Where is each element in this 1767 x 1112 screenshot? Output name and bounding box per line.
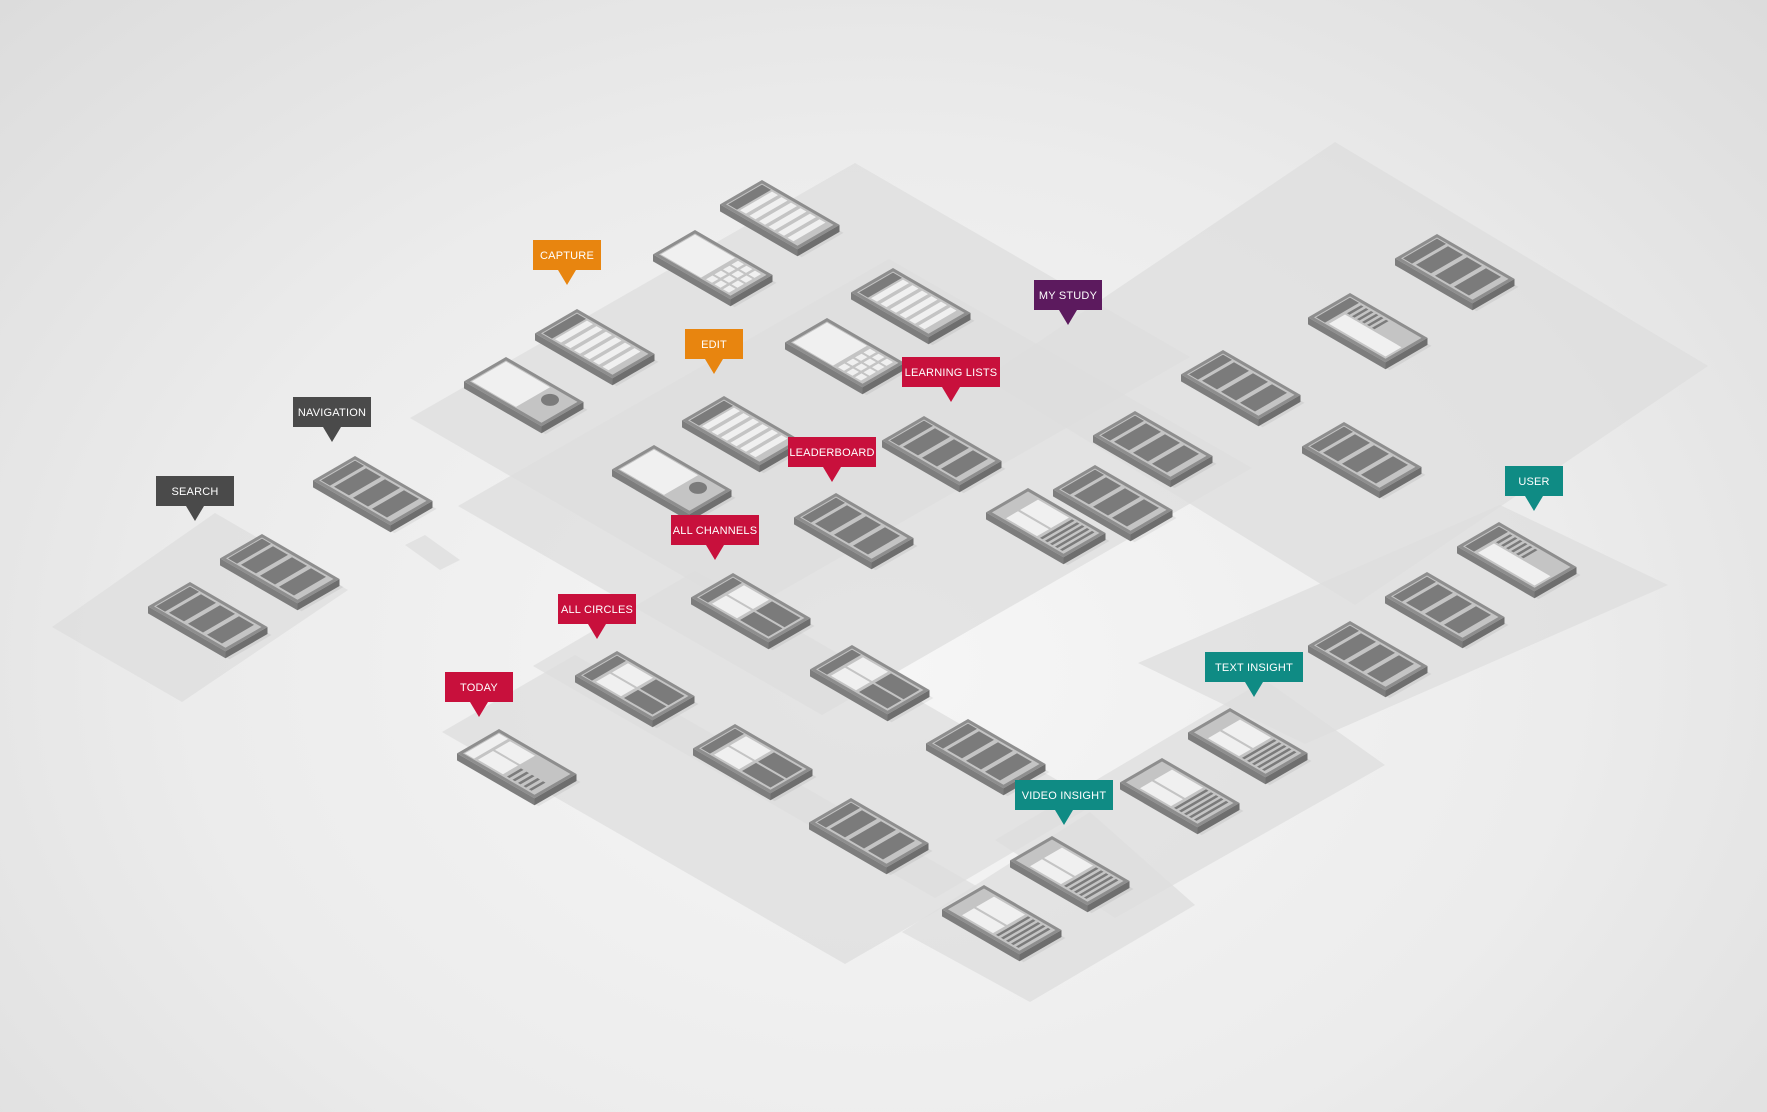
screen-card <box>682 396 806 474</box>
tag-label: USER <box>1518 476 1549 488</box>
screen-card <box>1308 293 1432 371</box>
screen-card <box>1093 411 1217 489</box>
tags-layer: SEARCH NAVIGATION CAPTURE EDIT MY STUDY LEARN… <box>156 240 1563 825</box>
tag-edit: EDIT <box>685 329 743 374</box>
tag-all-channels: ALL CHANNELS <box>671 515 759 560</box>
tag-pointer <box>1059 310 1077 325</box>
screen-card <box>464 357 588 435</box>
platform-10 <box>405 535 460 570</box>
tag-pointer <box>706 545 724 560</box>
screen-cards-layer <box>148 180 1581 963</box>
tag-search: SEARCH <box>156 476 234 521</box>
screen-card <box>810 645 934 723</box>
tag-pointer <box>1525 496 1543 511</box>
tag-capture: CAPTURE <box>533 240 601 285</box>
tag-label: EDIT <box>701 339 727 351</box>
tag-pointer <box>1245 682 1263 697</box>
platform-3 <box>985 142 1708 605</box>
screen-card <box>809 798 933 876</box>
tag-pointer <box>588 624 606 639</box>
tag-pointer <box>470 702 488 717</box>
tag-text-insight: TEXT INSIGHT <box>1205 652 1303 697</box>
tag-label: ALL CIRCLES <box>561 604 633 616</box>
tag-label: ALL CHANNELS <box>673 525 758 537</box>
tag-label: LEARNING LISTS <box>905 367 998 379</box>
screen-card <box>691 573 815 651</box>
screen-card <box>693 724 817 802</box>
screen-card <box>1181 350 1305 428</box>
screen-card <box>1302 422 1426 500</box>
tag-pointer <box>558 270 576 285</box>
screen-card <box>1188 708 1312 786</box>
screen-card <box>1308 621 1432 699</box>
screen-card <box>1395 234 1519 312</box>
screen-card <box>942 885 1066 963</box>
platform-4 <box>533 571 1097 898</box>
screen-card <box>1053 465 1177 543</box>
tag-pointer <box>323 427 341 442</box>
screen-card <box>1120 758 1244 836</box>
screen-card <box>785 318 909 396</box>
screen-card <box>1385 572 1509 650</box>
screen-card <box>653 230 777 308</box>
tag-label: LEADERBOARD <box>789 447 874 459</box>
tag-today: TODAY <box>445 672 513 717</box>
screen-card <box>575 651 699 729</box>
screen-card <box>457 729 581 807</box>
platform-8 <box>902 812 1195 1002</box>
tag-label: TODAY <box>460 682 498 694</box>
tag-label: NAVIGATION <box>298 407 366 419</box>
tag-label: CAPTURE <box>540 250 594 262</box>
tag-label: VIDEO INSIGHT <box>1022 790 1107 802</box>
screen-card <box>720 180 844 258</box>
tag-learning-lists: LEARNING LISTS <box>902 357 1000 402</box>
screen-card <box>882 416 1006 494</box>
screen-card <box>986 488 1110 566</box>
tag-label: TEXT INSIGHT <box>1215 662 1293 674</box>
tag-pointer <box>705 359 723 374</box>
screen-card <box>535 309 659 387</box>
tag-pointer <box>1055 810 1073 825</box>
screen-card <box>794 493 918 571</box>
tag-my-study: MY STUDY <box>1034 280 1102 325</box>
screen-card <box>220 534 344 612</box>
screen-card <box>1457 522 1581 600</box>
tag-leaderboard: LEADERBOARD <box>788 437 876 482</box>
screen-card <box>926 719 1050 797</box>
tag-pointer <box>823 467 841 482</box>
tag-label: SEARCH <box>171 486 218 498</box>
tag-all-circles: ALL CIRCLES <box>558 594 636 639</box>
screen-card <box>148 582 272 660</box>
tag-navigation: NAVIGATION <box>293 397 371 442</box>
tag-video-insight: VIDEO INSIGHT <box>1015 780 1113 825</box>
screen-card <box>313 456 437 534</box>
screen-card <box>851 268 975 346</box>
tag-pointer <box>186 506 204 521</box>
tag-user: USER <box>1505 466 1563 511</box>
tag-label: MY STUDY <box>1039 290 1098 302</box>
platform-5 <box>442 655 978 964</box>
screen-card <box>612 445 736 523</box>
tag-pointer <box>942 387 960 402</box>
screen-card <box>1010 836 1134 914</box>
